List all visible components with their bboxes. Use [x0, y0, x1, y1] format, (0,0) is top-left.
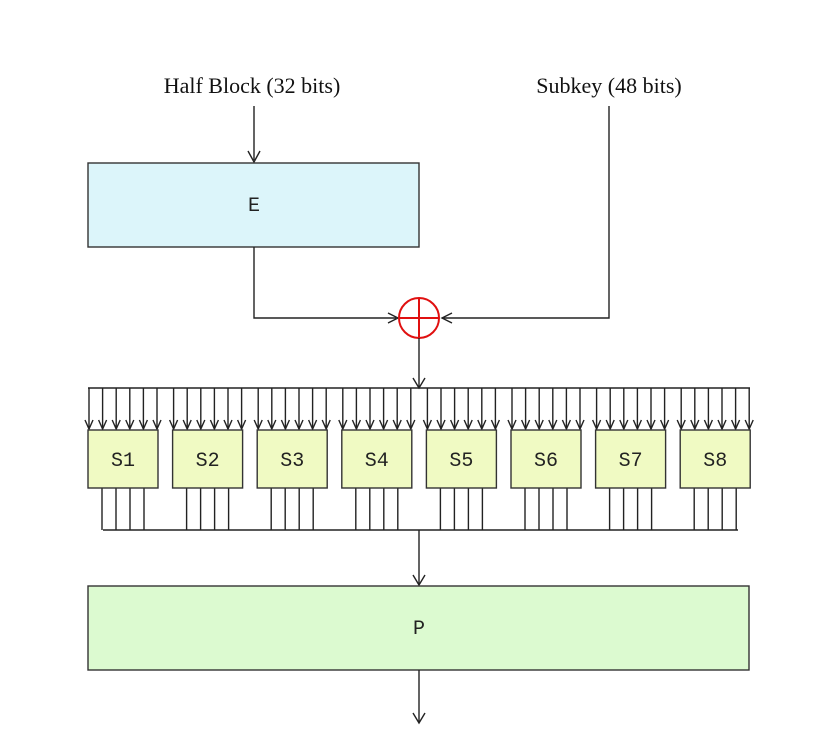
expansion-label: E: [248, 195, 260, 218]
sbox-input-arrowhead-icon: [236, 419, 247, 431]
sbox-input-arrowhead-icon: [575, 419, 585, 431]
sbox-input-arrowhead-icon: [392, 419, 402, 431]
sbox-row: S1 S2 S3 S4 S5 S6 S7 S8: [87, 429, 751, 489]
sbox-input-arrowhead-icon: [138, 419, 149, 431]
sbox-input-arrowhead-icon: [690, 419, 700, 431]
sbox-input-arrowhead-icon: [338, 419, 348, 431]
sbox-4: S4: [341, 429, 413, 489]
sbox-input-arrowhead-icon: [97, 419, 108, 431]
xor-icon: [398, 297, 440, 339]
sbox-input-arrowhead-icon: [744, 419, 754, 431]
sbox-2: S2: [171, 429, 244, 489]
sbox-input-arrowhead-icon: [406, 419, 416, 431]
subkey-label: Subkey (48 bits): [536, 73, 681, 98]
sbox-input-arrowhead-icon: [182, 419, 192, 431]
sbox-output-wires: [101, 488, 737, 530]
sbox-box: [171, 429, 244, 489]
sbox-label: S5: [449, 450, 473, 473]
sbox-input-arrowhead-icon: [520, 419, 531, 431]
sbox-input-arrowhead-icon: [253, 419, 263, 431]
sbox-box: [510, 429, 582, 489]
sbox-input-arrowhead-icon: [561, 419, 572, 431]
sbox-input-arrowhead-icon: [125, 419, 135, 431]
sbox-input-arrowhead-icon: [703, 419, 714, 431]
sbox-1: S1: [87, 429, 159, 489]
output-arrowhead-icon: [412, 712, 426, 725]
sbox-input-arrowhead-icon: [507, 419, 517, 431]
subkey-arrowhead-icon: [440, 312, 453, 324]
sbox-input-arrowhead-icon: [463, 419, 473, 431]
sbox-box: [594, 429, 667, 489]
sbox-input-arrowhead-icon: [436, 419, 446, 431]
sbox-box: [425, 429, 498, 489]
sbox-input-arrowhead-icon: [632, 419, 643, 431]
sbox-input-arrowhead-icon: [548, 419, 558, 431]
sbox-input-arrowhead-icon: [84, 419, 94, 431]
sbox-input-arrowhead-icon: [605, 419, 615, 431]
sbox-input-arrowhead-icon: [168, 419, 179, 431]
sbox-label: S1: [111, 450, 135, 473]
expansion-box: [87, 162, 420, 248]
sbox-8: S8: [679, 429, 751, 489]
sbox-input-arrowhead-icon: [307, 419, 318, 431]
sbox-label: S3: [280, 450, 304, 473]
sbox-input-arrowhead-icon: [490, 419, 501, 431]
sbox-7: S7: [594, 429, 667, 489]
sbox-input-arrowhead-icon: [365, 419, 375, 431]
sbox-input-arrowhead-icon: [659, 419, 670, 431]
sbox-input-arrowhead-icon: [591, 419, 602, 431]
sbox-box: [256, 429, 328, 489]
sbox-input-arrowhead-icon: [321, 419, 331, 431]
sbox-input-arrowhead-icon: [378, 419, 389, 431]
sbox-input-arrowhead-icon: [449, 419, 460, 431]
sbox-label: S6: [534, 450, 558, 473]
sbox-input-arrowhead-icon: [152, 419, 162, 431]
sbox-input-arrowhead-icon: [646, 419, 656, 431]
sbox-input-arrowhead-icon: [351, 419, 362, 431]
sbox-input-arrowhead-icon: [111, 419, 121, 431]
sbox-input-arrowhead-icon: [730, 419, 741, 431]
expansion-output-wire: [253, 247, 396, 319]
sbox-label: S4: [365, 450, 389, 473]
sbox-input-arrowhead-icon: [196, 419, 206, 431]
sbox-input-arrowhead-icon: [209, 419, 220, 431]
sbox-input-arrowhead-icon: [294, 419, 304, 431]
sbox-input-arrowhead-icon: [534, 419, 544, 431]
sbox-input-arrowhead-icon: [223, 419, 233, 431]
sbox-input-arrowhead-icon: [422, 419, 433, 431]
sbox-label: S7: [619, 450, 643, 473]
sbox-input-arrowhead-icon: [280, 419, 291, 431]
sbox-5: S5: [425, 429, 498, 489]
sbox-input-wires: [84, 388, 754, 431]
sbox-box: [679, 429, 751, 489]
sbox-input-arrowhead-icon: [267, 419, 277, 431]
half-block-arrowhead-icon: [247, 150, 261, 164]
sbox-input-arrowhead-icon: [676, 419, 686, 431]
sbox-input-arrowhead-icon: [619, 419, 629, 431]
sbox-input-arrowhead-icon: [717, 419, 727, 431]
sbox-label: S2: [196, 450, 220, 473]
sbox-box: [341, 429, 413, 489]
sbox-6: S6: [510, 429, 582, 489]
half-block-label: Half Block (32 bits): [164, 73, 341, 98]
permutation-input-arrowhead-icon: [412, 574, 426, 587]
sbox-3: S3: [256, 429, 328, 489]
permutation-label: P: [413, 618, 425, 641]
subkey-wire: [442, 106, 610, 319]
sbox-box: [87, 429, 159, 489]
permutation-box: [87, 585, 750, 671]
sbox-label: S8: [703, 450, 727, 473]
sbox-input-arrowhead-icon: [477, 419, 487, 431]
